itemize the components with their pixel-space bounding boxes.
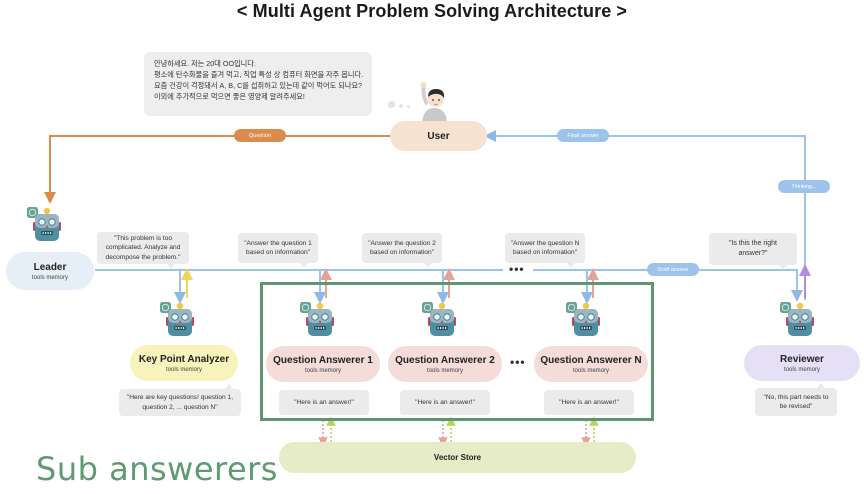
callout-q1-text: "Answer the question 1 based on informat… bbox=[244, 239, 312, 256]
group-label-sub-answerers: Sub answerers bbox=[36, 450, 278, 488]
edge-user-to-leader bbox=[44, 135, 390, 204]
diagram-title: < Multi Agent Problem Solving Architectu… bbox=[236, 1, 628, 21]
node-leader-label: Leader bbox=[33, 261, 67, 273]
callout-answer-2: "Here is an answer!" bbox=[400, 390, 490, 415]
thought-dot bbox=[399, 104, 403, 108]
callout-qn: "Answer the question N based on informat… bbox=[505, 233, 585, 268]
node-leader[interactable]: Leader tools memory bbox=[6, 252, 94, 290]
node-key-point-analyzer[interactable]: Key Point Analyzer tools memory bbox=[130, 345, 238, 381]
node-qa1-label: Question Answerer 1 bbox=[273, 354, 373, 366]
node-vector-store-label: Vector Store bbox=[433, 453, 482, 462]
callout-review-text: "No, this part needs to be revised" bbox=[763, 393, 829, 410]
node-qa1-sub: tools memory bbox=[304, 367, 341, 374]
node-kpa-sub: tools memory bbox=[165, 366, 202, 373]
user-message-line: 이외에 추가적으로 먹으면 좋은 영양제 알려주세요! bbox=[154, 92, 305, 102]
callout-key-points-text: "Here are key questions! question 1, que… bbox=[126, 394, 234, 411]
callout-answer-2-text: "Here is an answer!" bbox=[415, 398, 475, 406]
edge-reviewer-to-user bbox=[484, 130, 806, 300]
callout-answer-n: "Here is an answer!" bbox=[544, 390, 634, 415]
node-reviewer-sub: tools memory bbox=[783, 366, 820, 373]
user-message-line: 안녕하세요. 저는 20대 OO입니다. bbox=[154, 59, 256, 68]
edge-label-draft-answer: Draft answer bbox=[647, 263, 699, 276]
user-message-bubble: 안녕하세요. 저는 20대 OO입니다. 평소에 탄수화물을 즐겨 먹고, 직업… bbox=[144, 52, 372, 116]
callout-answer-n-text: "Here is an answer!" bbox=[559, 398, 619, 406]
callout-q2: "Answer the question 2 based on informat… bbox=[362, 233, 442, 268]
node-qa2-label: Question Answerer 2 bbox=[395, 354, 495, 366]
robot-icon bbox=[780, 302, 815, 337]
node-reviewer[interactable]: Reviewer tools memory bbox=[744, 345, 860, 381]
node-qa2-sub: tools memory bbox=[426, 367, 463, 374]
callout-reviewer-question: "Is this the right answer?" bbox=[709, 233, 797, 270]
callout-answer-1: "Here is an answer!" bbox=[279, 390, 369, 415]
node-user[interactable]: User bbox=[390, 121, 487, 151]
edge-label-final-answer: Final answer bbox=[557, 129, 609, 142]
node-qan-sub: tools memory bbox=[572, 367, 609, 374]
node-kpa-label: Key Point Analyzer bbox=[138, 353, 230, 365]
node-qan-label: Question Answerer N bbox=[540, 354, 642, 366]
callout-reviewer-question-text: "Is this the right answer?" bbox=[728, 240, 777, 257]
node-leader-sub: tools memory bbox=[31, 274, 68, 281]
callout-q2-text: "Answer the question 2 based on informat… bbox=[368, 239, 436, 256]
sub-answerers-group bbox=[260, 282, 654, 421]
edge-leader-bus-2 bbox=[533, 269, 803, 302]
thought-dot bbox=[388, 101, 395, 108]
robot-icon bbox=[566, 302, 601, 337]
callout-leader: "This problem is too complicated. Analyz… bbox=[97, 232, 189, 269]
callout-qn-text: "Answer the question N based on informat… bbox=[510, 239, 580, 256]
edge-label-question: Question bbox=[234, 129, 286, 142]
robot-icon bbox=[160, 302, 195, 337]
node-user-label: User bbox=[427, 130, 450, 142]
robot-icon bbox=[422, 302, 457, 337]
edge-label-thinking: Thinking... bbox=[778, 180, 830, 193]
callout-q1: "Answer the question 1 based on informat… bbox=[238, 233, 318, 268]
node-question-answerer-n[interactable]: Question Answerer N tools memory bbox=[534, 346, 648, 382]
node-reviewer-label: Reviewer bbox=[780, 353, 824, 365]
user-message-line: 평소에 탄수화물을 즐겨 먹고, 직업 특성 상 컴퓨터 화면을 자주 봅니다. bbox=[154, 70, 364, 80]
robot-icon bbox=[27, 207, 62, 242]
node-question-answerer-1[interactable]: Question Answerer 1 tools memory bbox=[266, 346, 380, 382]
callout-review: "No, this part needs to be revised" bbox=[755, 383, 837, 416]
thought-dot bbox=[407, 105, 410, 108]
node-question-answerer-2[interactable]: Question Answerer 2 tools memory bbox=[388, 346, 502, 382]
ellipsis-bus: ••• bbox=[509, 262, 525, 276]
callout-answer-1-text: "Here is an answer!" bbox=[294, 398, 354, 406]
ellipsis-answerers: ••• bbox=[510, 355, 526, 369]
callout-key-points: "Here are key questions! question 1, que… bbox=[119, 384, 241, 416]
callout-leader-text: "This problem is too complicated. Analyz… bbox=[105, 235, 181, 261]
node-vector-store[interactable]: Vector Store bbox=[279, 442, 636, 473]
person-raising-hand-icon bbox=[420, 82, 447, 122]
user-message-line: 요즘 건강이 걱정돼서 A, B, C를 섭취하고 있는데 같이 먹어도 되나요… bbox=[154, 81, 363, 91]
robot-icon bbox=[300, 302, 335, 337]
